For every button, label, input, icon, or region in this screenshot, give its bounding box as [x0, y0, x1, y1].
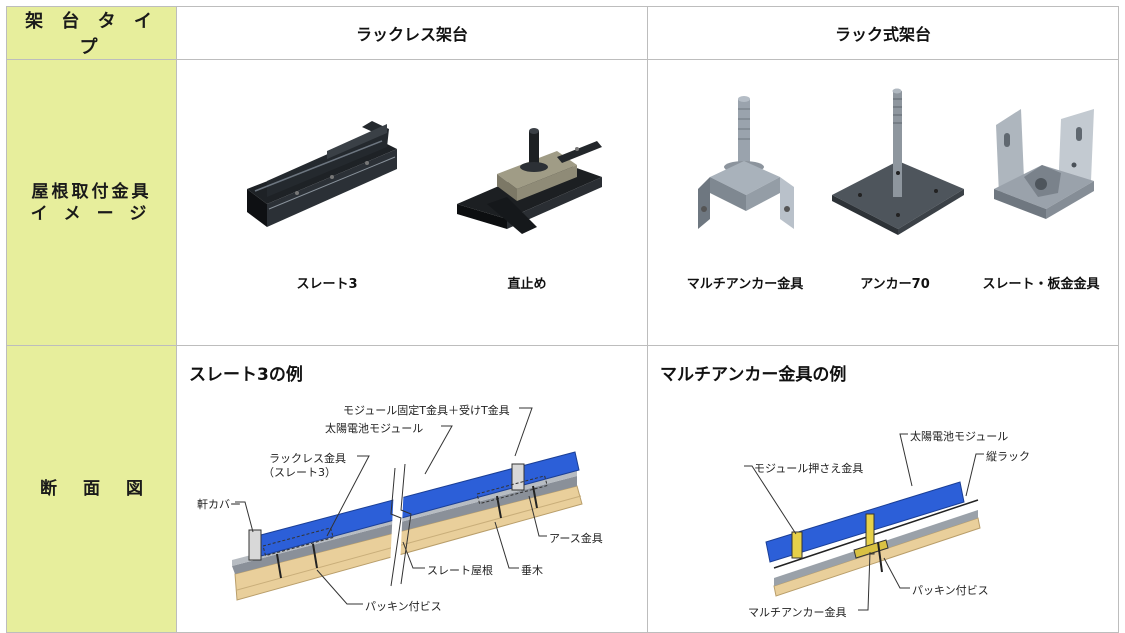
mount-image-label-line2: イメージ [30, 203, 163, 224]
mount-image-row: 屋根取付金具 イメージ [6, 59, 1119, 346]
product-direct-mount-label: 直止め [507, 276, 547, 292]
product-slate3-label: スレート3 [296, 276, 358, 292]
callout-solar-module-left: 太陽電池モジュール [325, 422, 424, 435]
mounting-type-table: 架 台 タ イ プ ラックレス架台 ラック式架台 屋根取付金具 イメージ [6, 6, 1119, 633]
product-slate3: スレート3 [227, 69, 427, 292]
callout-packing-screw-right: パッキン付ビス [912, 584, 989, 597]
callout-vertical-rack: 縦ラック [986, 450, 1030, 463]
direct-mount-bracket-icon [457, 127, 602, 234]
callout-multi-anchor: マルチアンカー金具 [748, 606, 847, 619]
mount-image-label-line1: 屋根取付金具 [31, 181, 152, 202]
rackless-products: スレート3 [177, 69, 647, 337]
product-slate-sheetmetal: スレート・板金金具 [966, 69, 1116, 292]
section-label-text: 断面図 [40, 479, 169, 499]
section-right: マルチアンカー金具の例 [648, 346, 1118, 632]
product-anchor70: アンカー70 [820, 69, 970, 292]
slate3-cross-section-diagram [232, 407, 583, 605]
slate3-rail-icon [247, 120, 397, 227]
anchor70-plate-icon [832, 88, 964, 235]
rack-products: マルチアンカー金具 [648, 69, 1118, 337]
callout-earth-bracket: アース金具 [549, 532, 603, 545]
product-multi-anchor-label: マルチアンカー金具 [686, 276, 804, 292]
callout-packing-screw-left: パッキン付ビス [365, 600, 442, 613]
section-left-cell: スレート3の例 [176, 345, 648, 633]
product-slate-sheetmetal-label: スレート・板金金具 [982, 276, 1100, 292]
slate-sheetmetal-bracket-icon [994, 108, 1094, 219]
section-right-cell: マルチアンカー金具の例 [647, 345, 1119, 633]
rackless-header: ラックレス架台 [176, 6, 648, 60]
product-anchor70-label: アンカー70 [860, 276, 930, 292]
callout-rackless-bracket-2: （スレート3） [263, 466, 336, 479]
header-row: 架 台 タ イ プ ラックレス架台 ラック式架台 [6, 6, 1119, 60]
section-left: スレート3の例 [177, 346, 647, 632]
mount-image-label: 屋根取付金具 イメージ [6, 59, 177, 346]
callout-eave-cover: 軒カバー [197, 498, 241, 511]
multi-anchor-cross-section-diagram [744, 433, 984, 611]
section-right-title: マルチアンカー金具の例 [660, 365, 847, 385]
section-left-title: スレート3の例 [189, 365, 303, 385]
callout-slate-roof: スレート屋根 [427, 564, 493, 577]
product-multi-anchor: マルチアンカー金具 [670, 69, 820, 292]
multi-anchor-bracket-icon [698, 95, 794, 229]
callout-solar-module-right: 太陽電池モジュール [910, 430, 1009, 443]
callout-rafter: 垂木 [521, 564, 543, 577]
rack-products-cell: マルチアンカー金具 [647, 59, 1119, 346]
section-row: 断面図 スレート3の例 [6, 345, 1119, 633]
callout-module-clamp: モジュール固定T金具＋受けT金具 [343, 404, 510, 417]
rack-header: ラック式架台 [647, 6, 1119, 60]
product-direct-mount: 直止め [427, 69, 627, 292]
callout-rackless-bracket-1: ラックレス金具 [269, 452, 346, 465]
type-header-label: 架 台 タ イ プ [6, 6, 177, 60]
callout-module-holder: モジュール押さえ金具 [754, 462, 864, 475]
rackless-products-cell: スレート3 [176, 59, 648, 346]
section-label: 断面図 [6, 345, 177, 633]
mounting-spec-sheet: 架 台 タ イ プ ラックレス架台 ラック式架台 屋根取付金具 イメージ [6, 6, 1119, 633]
